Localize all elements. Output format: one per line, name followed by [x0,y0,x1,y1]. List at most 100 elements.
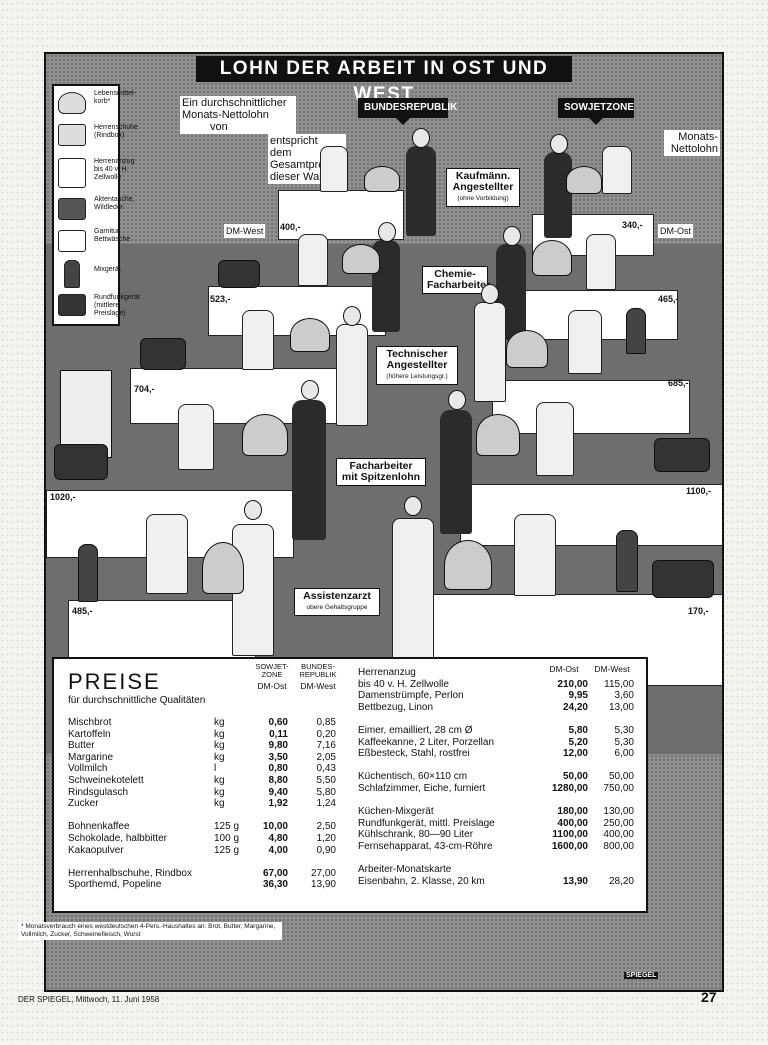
price-item: Rindsgulasch [68,786,129,798]
suit-icon [58,158,86,188]
price-west: 1,20 [316,833,336,844]
basket-east-3 [506,330,548,368]
price-item: bis 40 v. H. Zellwolle [358,678,449,690]
price-item: Rundfunkgerät, mittl. Preislage [358,817,495,829]
currency-west: DM-West [224,224,266,238]
price-row [358,713,638,724]
person-west-4 [292,400,326,540]
legend-label: Garnitur Bettwäsche [94,228,131,243]
legend-label: Herrenanzug bis 40 v. H. Zellwolle [94,158,135,181]
price-east: 5,20 [568,736,588,748]
price-row: Herrenanzug [358,667,638,678]
price-west: 750,00 [603,783,634,794]
price-unit: kg [214,751,225,763]
price-east: 9,95 [568,690,588,702]
person-east-4 [440,410,472,534]
price-item: Arbeiter-Monatskarte [358,864,452,876]
col-head-east-right: DM-Ost [549,664,579,674]
legend-label: Herrenschuhe (Rindbox) [94,124,138,139]
price-item: Kaffeekanne, 2 Liter, Porzellan [358,736,495,748]
price-item: Sporthemd, Popeline [68,879,162,891]
person-east-3 [474,302,506,402]
price-east: 12,00 [562,748,588,760]
price-west: 800,00 [603,841,634,852]
price-item: Damenstrümpfe, Perlon [358,690,464,702]
infographic-title: LOHN DER ARBEIT IN OST UND WEST [196,56,572,105]
currency-east: DM-Ost [658,224,693,238]
page-footer: DER SPIEGEL, Mittwoch, 11. Juni 1958 [18,995,160,1004]
person-head [448,390,466,410]
price-unit: l [214,763,217,775]
suit-east-3 [568,310,602,374]
price-item: Herrenhalbschuhe, Rindbox [68,867,192,879]
briefcase-icon [58,198,86,220]
person-west-3 [336,324,368,426]
price-west: 2,05 [316,751,336,763]
counter-east-3 [492,380,690,434]
price-table: PREISE für durchschnittliche Qualitäten … [52,657,648,913]
price-west: 6,00 [614,748,634,760]
item-legend: Lebensmittel-korb* Herrenschuhe (Rindbox… [52,84,140,326]
banner-bundesrepublik: BUNDESREPUBLIK [358,98,457,125]
page-number: 27 [701,989,717,1005]
price-item: Bohnenkaffee [68,821,130,833]
price-west: 28,20 [608,875,634,887]
person-east-5 [392,518,434,660]
price-east: 4,00 [268,844,288,856]
footnote: * Monatsverbrauch eines westdeutschen 4-… [18,922,282,940]
price-east: 1280,00 [551,783,588,794]
price-unit: kg [214,717,225,728]
price-west: 50,00 [608,771,634,783]
price-east: 180,00 [557,806,588,818]
legend-label: Lebensmittel-korb* [94,90,137,105]
price-item: Eisenbahn, 2. Klasse, 20 km [358,875,485,887]
person-head [404,496,422,516]
price-east: 1,92 [268,798,288,810]
price-item: Schokolade, halbbitter [68,833,167,844]
price-west: 0,85 [316,717,336,728]
price-item: Kartoffeln [68,728,111,740]
radio-west-2 [218,260,260,288]
wage-east-technik: 685,- [668,378,689,388]
person-head [412,128,430,148]
price-row [358,795,638,806]
price-item: Kühlschrank, 80—90 Liter [358,829,474,841]
basket-east-1 [566,166,602,194]
price-item: Küchen-Mixgerät [358,806,434,818]
price-west: 1,24 [316,798,336,810]
suit-west-1 [320,146,348,192]
wage-east-chemie: 465,- [658,294,679,304]
price-item: Kakaopulver [68,844,124,856]
price-west: 400,00 [603,829,634,841]
price-east: 210,00 [557,678,588,690]
price-unit: kg [214,786,225,798]
price-east: 4,80 [268,833,288,844]
person-head [481,284,499,304]
wage-east-arzt: 170,- [688,606,709,616]
wage-west-kaufmann: 400,- [280,222,301,232]
price-east: 9,40 [268,786,288,798]
price-west: 5,30 [614,725,634,736]
price-row [358,760,638,771]
wage-west-arzt: 485,- [72,606,93,616]
price-west: 13,00 [608,701,634,713]
price-item: Eimer, emailliert, 28 cm Ø [358,725,473,736]
radio-west-3 [140,338,186,370]
basket-east-4 [476,414,520,456]
basket-east-5 [444,540,492,590]
price-item: Mischbrot [68,717,112,728]
price-row [358,853,638,864]
price-west: 0,43 [316,763,336,775]
person-head [550,134,568,154]
suit-west-4 [178,404,214,470]
basket-west-1 [364,166,400,192]
